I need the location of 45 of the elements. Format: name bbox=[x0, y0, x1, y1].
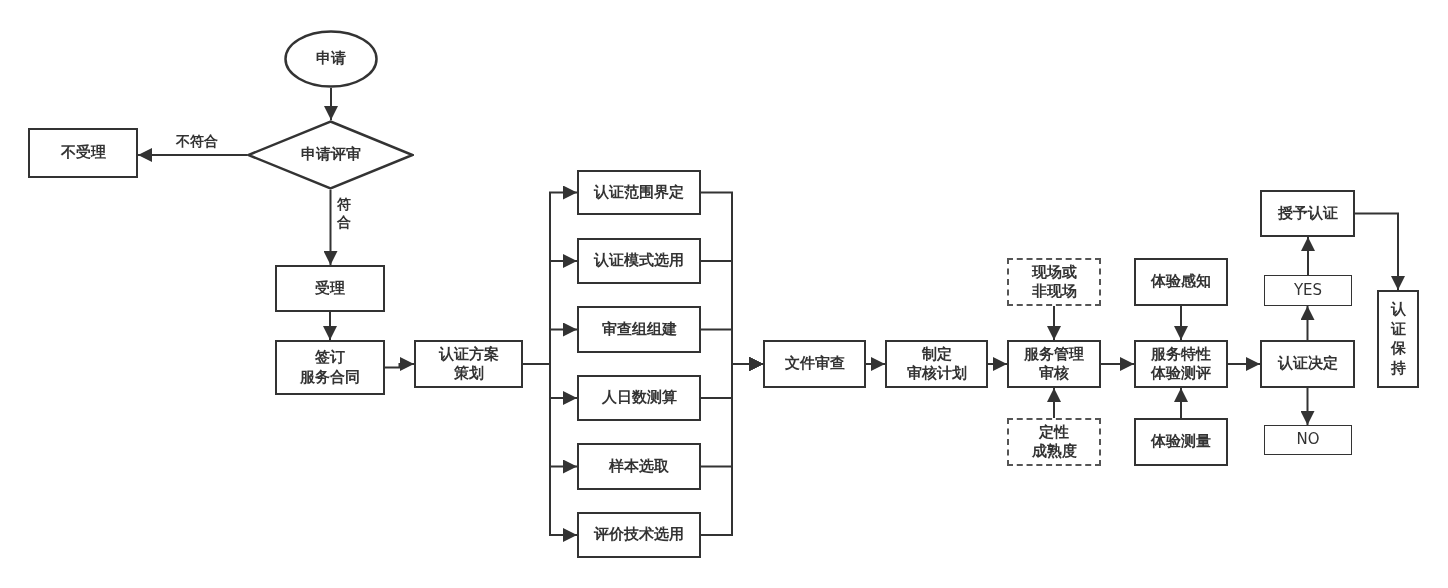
arrow bbox=[865, 357, 886, 371]
process-box: 认证方案策划 bbox=[414, 340, 523, 388]
process-box: 受理 bbox=[275, 265, 385, 312]
process-box: 文件审查 bbox=[763, 340, 866, 388]
arrow bbox=[1227, 357, 1261, 371]
arrow bbox=[700, 357, 764, 536]
arrow bbox=[1100, 357, 1135, 371]
process-box: 认证保持 bbox=[1377, 290, 1419, 388]
process-box: 样本选取 bbox=[577, 443, 701, 490]
result-box: YES bbox=[1264, 275, 1352, 306]
arrow bbox=[1047, 305, 1061, 341]
start-ellipse: 申请 bbox=[284, 30, 378, 88]
process-box: 不受理 bbox=[28, 128, 138, 178]
process-box: 审查组组建 bbox=[577, 306, 701, 353]
process-box: 服务特性体验测评 bbox=[1134, 340, 1228, 388]
process-box: 体验测量 bbox=[1134, 418, 1228, 466]
edge-label: 符合 bbox=[335, 195, 353, 232]
process-box: 认证范围界定 bbox=[577, 170, 701, 215]
process-box: 授予认证 bbox=[1260, 190, 1355, 237]
arrow bbox=[324, 87, 338, 121]
arrow bbox=[1174, 305, 1188, 341]
arrow bbox=[1301, 236, 1315, 276]
arrow bbox=[1354, 212, 1405, 291]
process-box: 评价技术选用 bbox=[577, 512, 701, 558]
arrow bbox=[1174, 387, 1188, 419]
arrow bbox=[137, 148, 248, 162]
process-box: 签订服务合同 bbox=[275, 340, 385, 395]
arrow bbox=[1047, 387, 1061, 419]
process-box: 制定审核计划 bbox=[885, 340, 988, 388]
dashed-box: 定性成熟度 bbox=[1007, 418, 1101, 466]
result-box: NO bbox=[1264, 425, 1352, 455]
arrow bbox=[1300, 387, 1315, 426]
process-box: 认证决定 bbox=[1260, 340, 1355, 388]
process-box: 认证模式选用 bbox=[577, 238, 701, 284]
arrow bbox=[323, 189, 338, 266]
arrow bbox=[384, 357, 415, 371]
dashed-box: 现场或非现场 bbox=[1007, 258, 1101, 306]
decision-diamond: 申请评审 bbox=[247, 120, 414, 190]
process-box: 服务管理审核 bbox=[1007, 340, 1101, 388]
arrow bbox=[522, 363, 578, 542]
arrow bbox=[1300, 305, 1315, 341]
process-box: 人日数测算 bbox=[577, 375, 701, 421]
arrow bbox=[987, 357, 1008, 371]
process-box: 体验感知 bbox=[1134, 258, 1228, 306]
arrow bbox=[323, 311, 337, 341]
